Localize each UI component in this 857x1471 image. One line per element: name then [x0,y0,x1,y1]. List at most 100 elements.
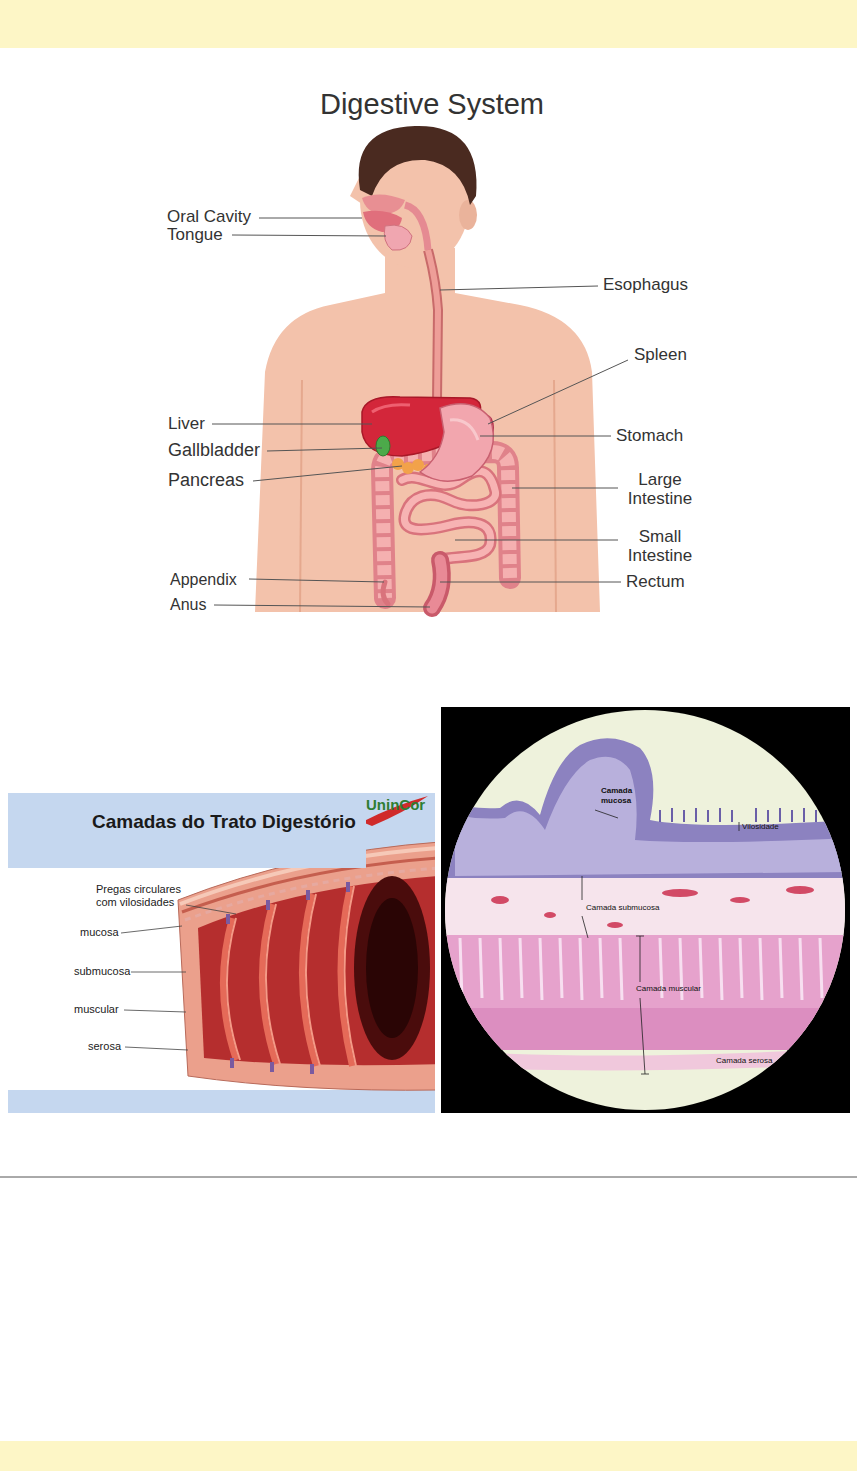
label-holder: Spleen [634,345,687,365]
label-holder: Digestive System [232,86,632,122]
label-holder: Pancreas [168,470,244,491]
label-holder: submucosa [74,965,130,978]
label-holder: serosa [88,1040,121,1053]
label-holder: UninCor [366,796,425,814]
label-holder: Rectum [626,572,685,592]
layers-panel-part-part [124,1010,186,1012]
leader-line-part [267,448,382,451]
label-holder: Vilosidade [742,822,779,832]
micrograph-part-part-part [731,810,733,822]
micrograph-part-part-part [707,810,709,822]
layers-panel-part-part [346,882,350,892]
body-figure-part [362,194,405,214]
layer-label: Camada serosa [716,1056,772,1066]
micrograph-part-part-part [827,808,829,822]
micrograph-part-part-part [659,810,661,822]
layers-panel-part-part [270,1062,274,1072]
micrograph-part-part-part [695,808,697,822]
micrograph-part-part [441,1008,850,1050]
logo-text: UninCor [366,796,425,814]
leader-line-part [455,540,618,541]
layers-panel-part [198,876,435,1065]
label-holder: Camada muscular [636,984,701,994]
layers-panel-part [223,886,352,1066]
micrograph-part-part-part [820,938,822,998]
micrograph-part-part-part [730,897,750,903]
layer-label: muscular [74,1003,119,1016]
digestive-organs-part-part [412,459,424,471]
layers-panel-part [366,898,418,1038]
digestive-organs-part [432,560,442,608]
layers-panel-part-part [186,905,236,914]
micrograph-part-part [582,810,739,1074]
micrograph-part-part [441,738,850,885]
organ-label: Appendix [170,570,237,589]
label-holder: Tongue [167,225,223,245]
micrograph-part-part-part [779,808,781,822]
label-holder: Camada submucosa [586,903,659,913]
micrograph-part-part-part [662,889,698,897]
digestive-organs-part [428,250,438,402]
micrograph-part-part-part [800,938,802,1000]
micrograph-part-part-part [491,896,509,904]
organ-label: Liver [168,414,205,434]
organ-label: Esophagus [603,275,688,295]
label-holder: Camada serosa [716,1056,772,1066]
digestive-organs-part [402,471,496,560]
digestive-organs-part [420,404,493,481]
digestive-organs-part [383,582,388,604]
micrograph-part-part-part [815,810,817,822]
diagram-title: Digestive System [232,86,632,122]
layers-panel-part [226,882,350,1074]
label-holder: Oral Cavity [167,207,251,227]
label-holder: muscular [74,1003,119,1016]
body-figure-part [405,205,428,250]
layers-panel-part [362,796,428,826]
label-holder: Gallbladder [168,440,260,461]
leader-line-part [232,235,386,236]
label-holder: Stomach [616,426,683,446]
layer-label: Camada submucosa [586,903,659,913]
layers-panel-part-part [230,1058,234,1068]
layers-panel-part-part [226,914,230,924]
micrograph-part [441,707,850,1113]
layers-panel-part-part [310,1064,314,1074]
micrograph-part-part-part [760,938,762,1000]
micrograph-part-part-part [683,810,685,822]
body-figure-part [359,126,477,205]
digestive-organs-part [372,405,410,412]
organ-label: Pancreas [168,470,244,491]
leader-line-part [480,436,611,437]
layers-panel-part [178,842,435,1090]
digestive-organs-part [428,250,438,402]
organ-label: Oral Cavity [167,207,251,227]
banner-heading: Camadas do Trato Digestório [92,810,366,834]
micrograph-part-part-part [544,912,556,918]
label-holder: Anus [170,595,206,614]
leader-line-part [253,466,402,481]
digestive-organs [362,250,510,608]
leader-line-part [440,286,598,290]
layer-label: mucosa [80,926,119,939]
layer-label: Camada muscular [636,984,701,994]
micrograph-part-part [441,935,850,1050]
label-holder: Camada mucosa [601,786,637,806]
micrograph [441,707,850,1113]
layer-label: Camada mucosa [601,786,637,806]
micrograph-part-part-part [582,876,583,900]
micrograph-part-part-part [671,808,673,822]
micrograph-part-part-part [540,938,542,1000]
layers-panel-part-part [266,904,280,1064]
layers-panel-part-part [306,890,310,900]
micrograph-part-part-part [641,1074,649,1075]
leader-line-part [440,582,621,583]
organ-label: Gallbladder [168,440,260,461]
digestive-organs-part [402,471,496,560]
layers-panel-part-part [125,1047,188,1050]
body-figure-part [554,380,556,612]
micrograph-part-part-part [607,922,623,928]
micrograph-part-part-part [803,808,805,822]
body-figure-part [300,380,302,612]
